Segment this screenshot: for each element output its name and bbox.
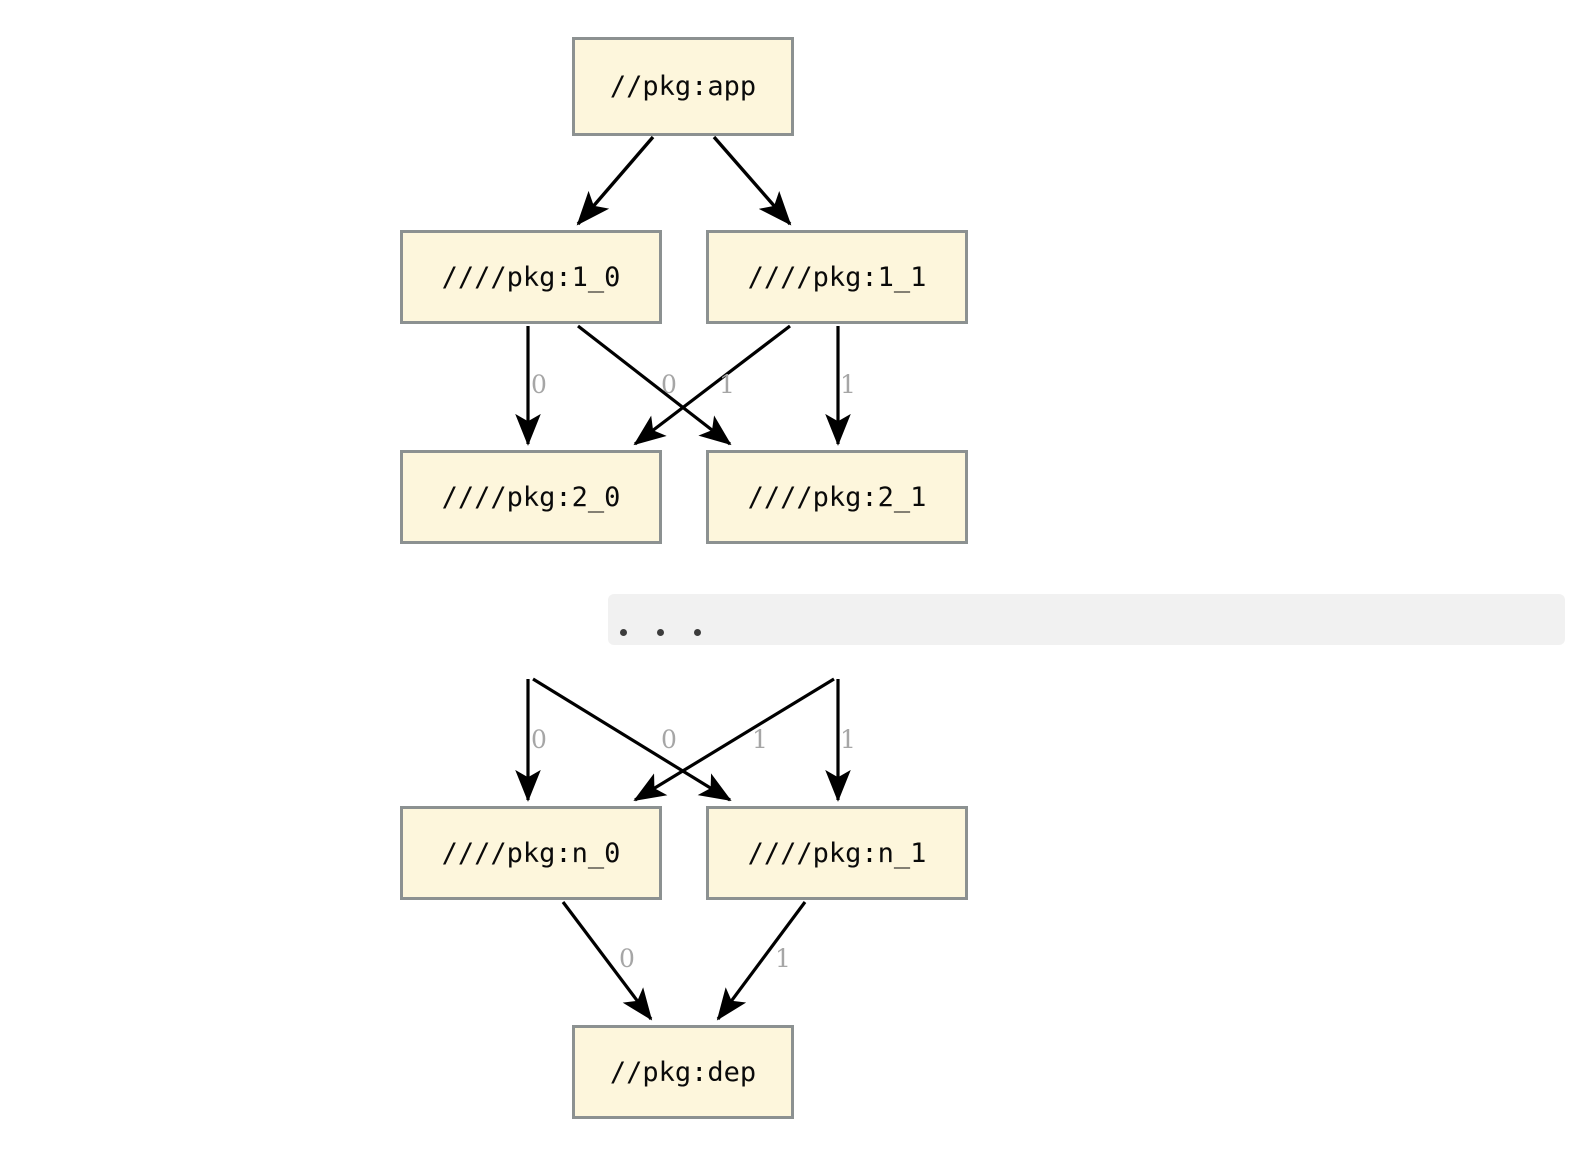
node-pkg-1-1-label: ////pkg:1_1 [747, 261, 927, 293]
edge-1_1-to-2_0 [633, 324, 791, 446]
node-pkg-2-1-label: ////pkg:2_1 [747, 481, 927, 513]
edge-n_1-to-dep [716, 901, 807, 1021]
edge-label-elided-n_1-cross: 0 [661, 725, 677, 754]
node-dep[interactable]: //pkg:dep [572, 1025, 794, 1119]
node-pkg-n-1[interactable]: ////pkg:n_1 [706, 806, 968, 900]
node-pkg-2-0[interactable]: ////pkg:2_0 [400, 450, 662, 544]
edge-label-n_0-dep: 0 [619, 944, 635, 973]
ellipsis-dot [620, 629, 627, 636]
elided-section-band [608, 594, 1565, 645]
node-pkg-1-0[interactable]: ////pkg:1_0 [400, 230, 662, 324]
node-dep-label: //pkg:dep [609, 1056, 757, 1088]
edge-label-elided-n_0: 0 [531, 725, 547, 754]
node-pkg-2-0-label: ////pkg:2_0 [441, 481, 621, 513]
node-pkg-1-0-label: ////pkg:1_0 [441, 261, 621, 293]
node-pkg-n-1-label: ////pkg:n_1 [747, 837, 927, 869]
edge-label-n_1-dep: 1 [775, 944, 791, 973]
node-pkg-2-1[interactable]: ////pkg:2_1 [706, 450, 968, 544]
ellipsis-dot [657, 629, 664, 636]
edge-label-1_0-2_1: 0 [661, 370, 677, 399]
ellipsis-dot [694, 629, 701, 636]
node-app[interactable]: //pkg:app [572, 37, 794, 136]
edge-app-to-1_0 [576, 135, 655, 226]
edge-n_0-to-dep [561, 901, 653, 1021]
edge-label-1_0-2_0: 0 [531, 370, 547, 399]
elided-section-ellipsis [620, 629, 701, 636]
edge-1_0-to-2_1 [577, 324, 732, 446]
edge-app-to-1_1 [712, 135, 792, 226]
edge-label-elided-n_1: 1 [840, 725, 856, 754]
edge-elided-to-n_1-cross [532, 677, 732, 802]
edge-label-1_1-2_1: 1 [840, 370, 856, 399]
node-pkg-n-0-label: ////pkg:n_0 [441, 837, 621, 869]
node-app-label: //pkg:app [609, 71, 757, 102]
edge-label-1_1-2_0: 1 [719, 370, 735, 399]
edge-label-elided-n_0-cross: 1 [752, 725, 768, 754]
node-pkg-1-1[interactable]: ////pkg:1_1 [706, 230, 968, 324]
edge-elided-to-n_0-cross [633, 677, 835, 802]
node-pkg-n-0[interactable]: ////pkg:n_0 [400, 806, 662, 900]
